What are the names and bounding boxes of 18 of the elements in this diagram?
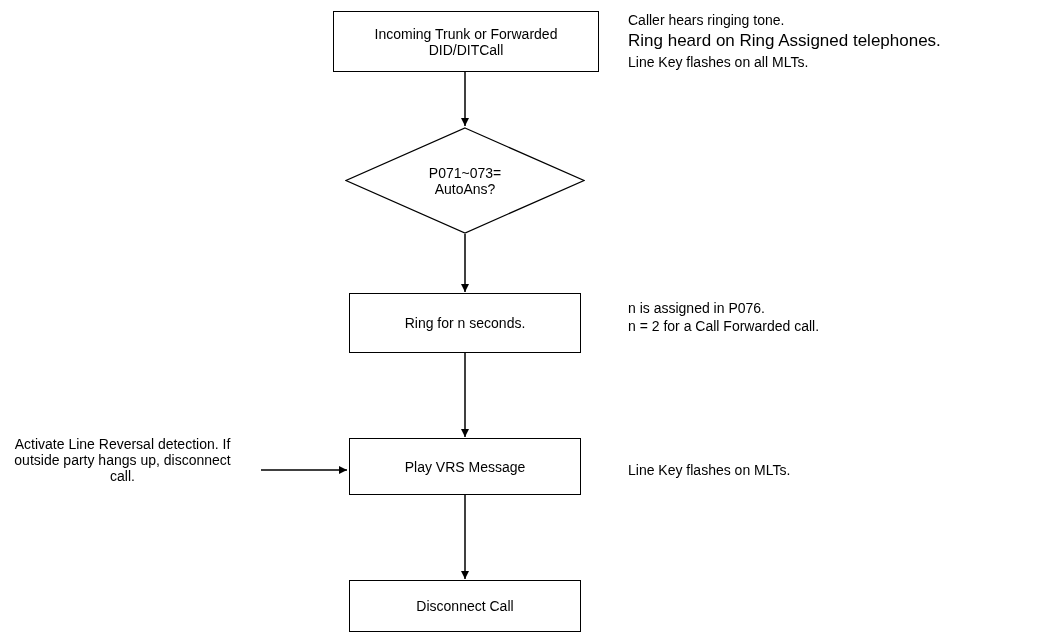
note-text: Activate Line Reversal detection. If outside party hangs up, disconnect call. [5,420,240,500]
decision-diamond [345,127,585,234]
arrow [461,494,469,580]
annotation-text: Caller hears ringing tone. [628,11,785,29]
annotation-text: Line Key flashes on all MLTs. [628,53,809,71]
process-box: Incoming Trunk or Forwarded DID/DITCall [333,11,599,72]
arrow [461,233,469,293]
annotation-text: Line Key flashes on MLTs. [628,461,791,479]
arrow [461,352,469,438]
arrow [260,466,348,474]
annotation-text: n is assigned in P076. [628,299,765,317]
decision-text: P071~073= AutoAns? [427,164,503,197]
annotation-text: n = 2 for a Call Forwarded call. [628,317,820,335]
process-box: Play VRS Message [349,438,581,495]
process-box: Disconnect Call [349,580,581,632]
process-box: Ring for n seconds. [349,293,581,353]
arrow [461,71,469,127]
annotation-text: Ring heard on Ring Assigned telephones. [628,30,941,52]
